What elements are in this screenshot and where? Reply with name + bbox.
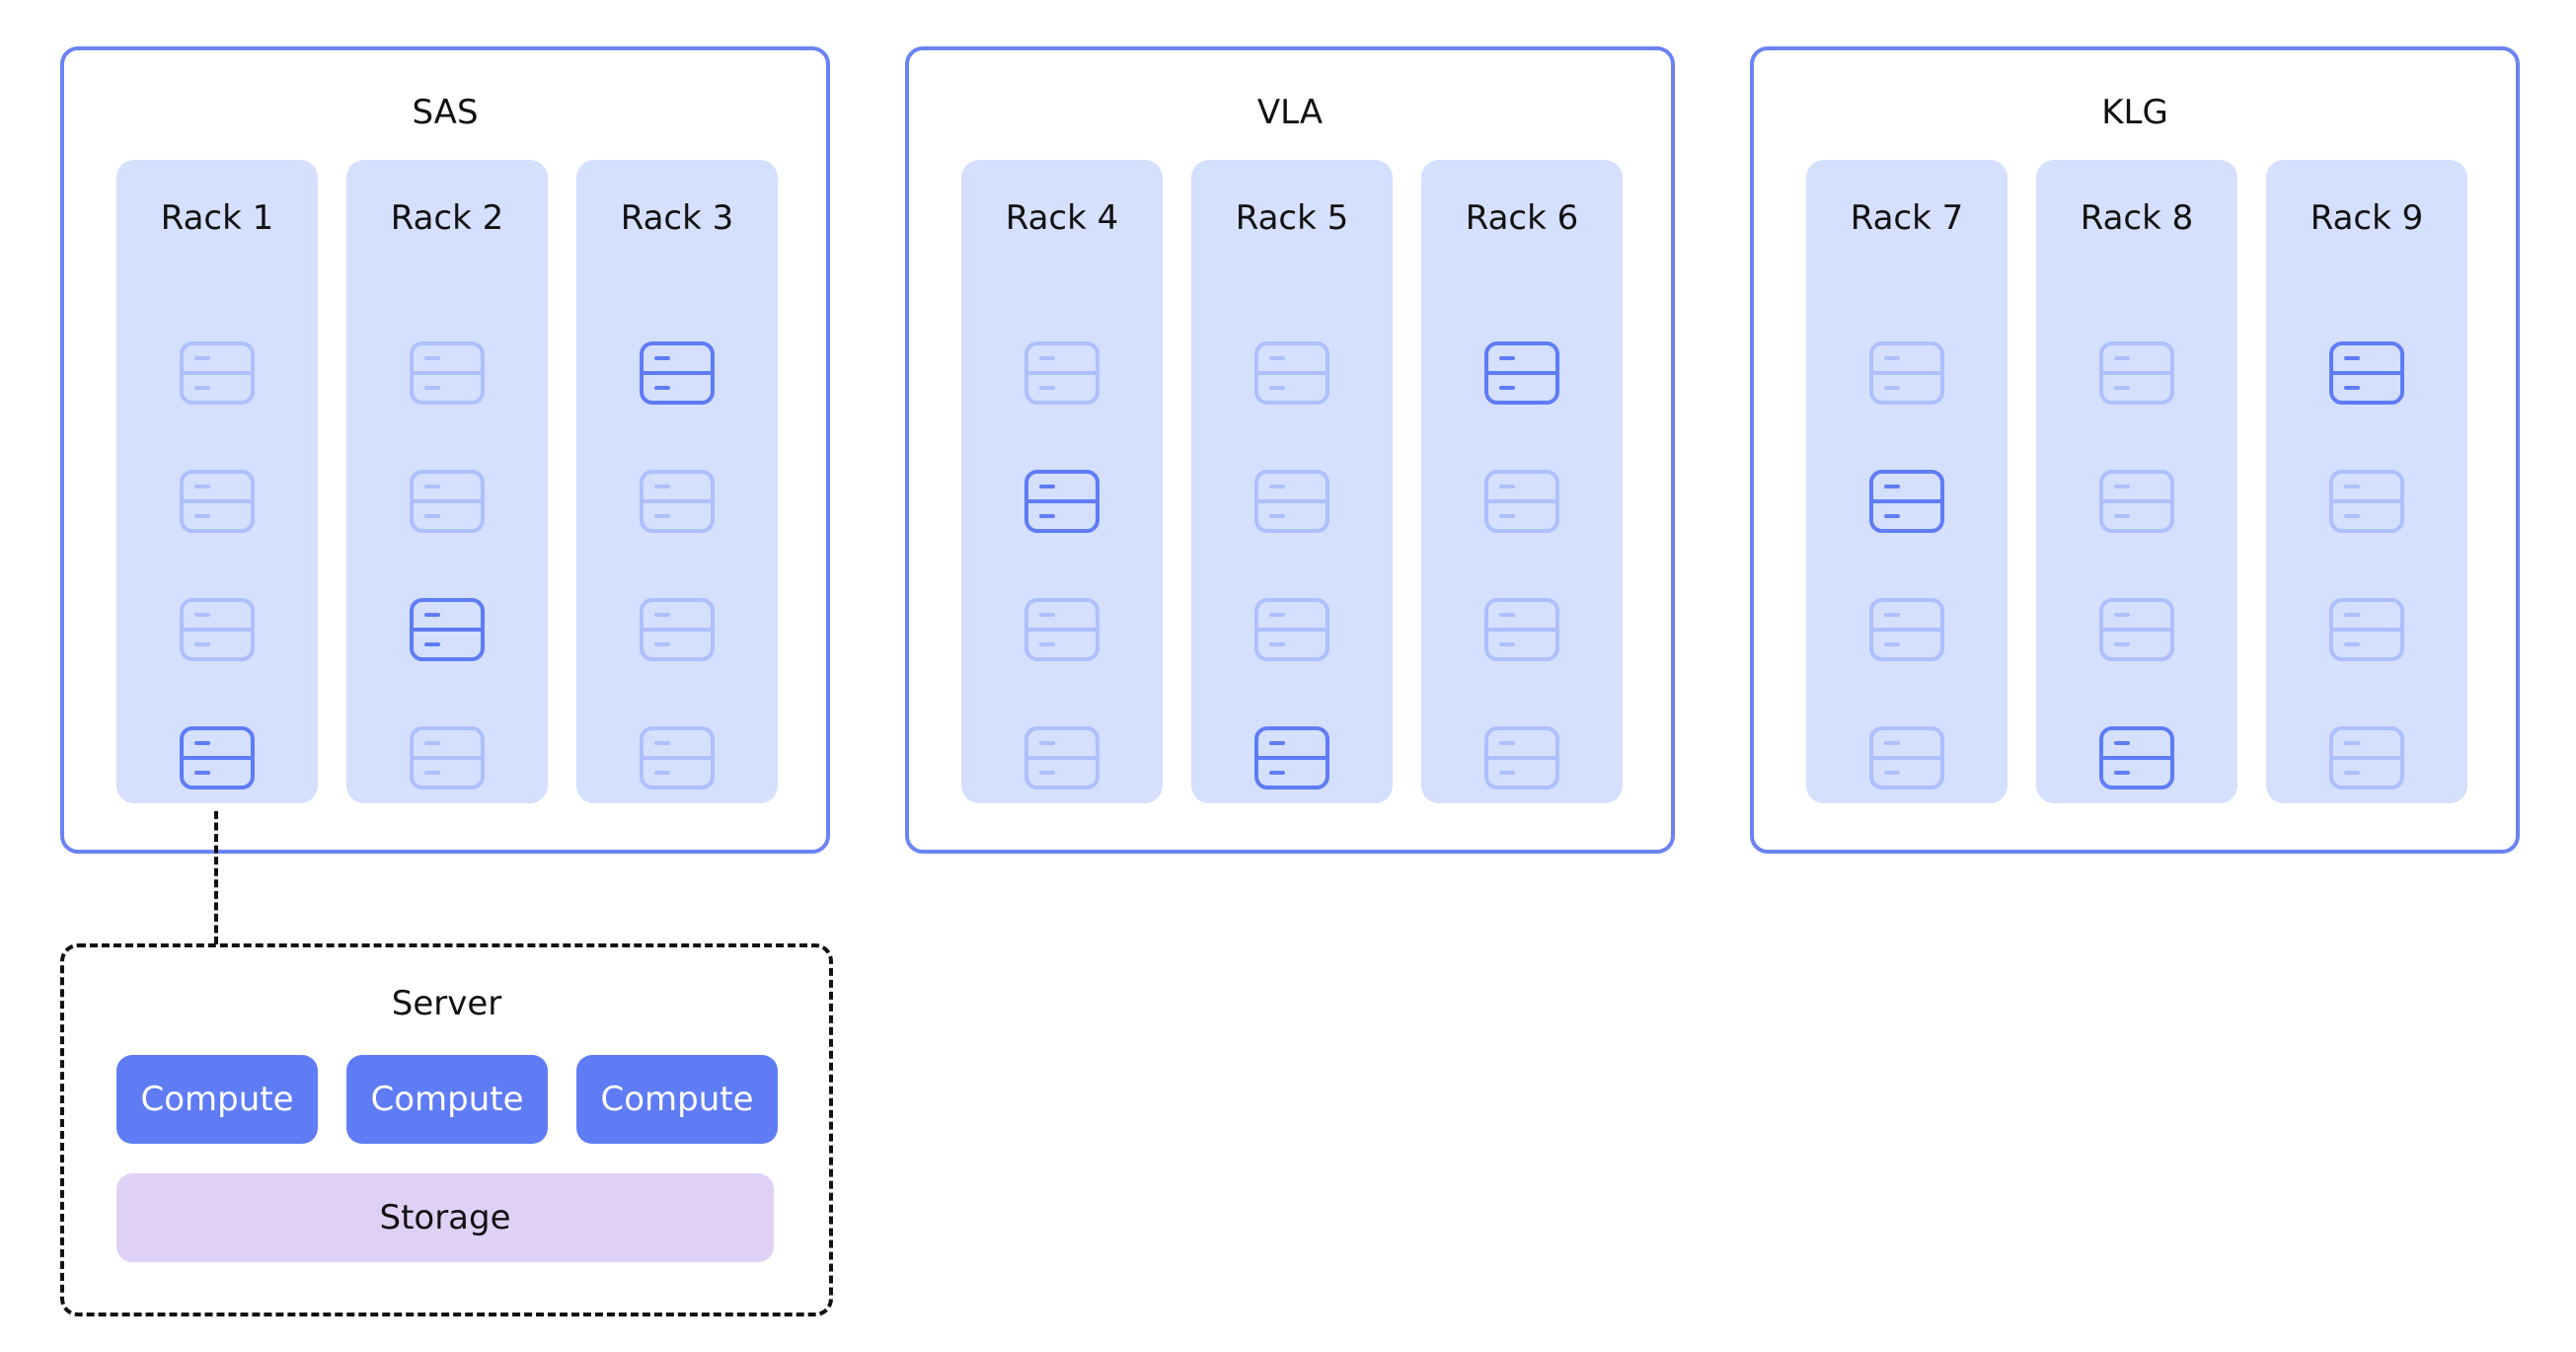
server-icon [1253, 469, 1330, 534]
server-icon [1253, 597, 1330, 662]
server-icon [179, 597, 256, 662]
rack: Rack 5 [1191, 160, 1393, 803]
datacenter-title: SAS [412, 93, 479, 132]
server-icon [1483, 597, 1560, 662]
rack-title: Rack 8 [2080, 198, 2194, 238]
server-icon [2098, 597, 2175, 662]
server-icon [409, 725, 486, 790]
server-icon [1868, 725, 1945, 790]
datacenter-sas: SAS Rack 1 Rack 2 Rack 3 [60, 46, 830, 854]
server-icon [2098, 340, 2175, 406]
server-icon [409, 340, 486, 406]
rack-title: Rack 7 [1850, 198, 1964, 238]
rack: Rack 6 [1421, 160, 1623, 803]
compute-block: Compute [576, 1055, 778, 1144]
server-icon [1483, 469, 1560, 534]
server-icon [179, 340, 256, 406]
rack: Rack 1 [116, 160, 318, 803]
server-icon [1868, 597, 1945, 662]
storage-block: Storage [116, 1173, 774, 1262]
server-icon [179, 469, 256, 534]
rack-title: Rack 5 [1235, 198, 1349, 238]
server-icon [2328, 597, 2405, 662]
server-icon [409, 597, 486, 662]
server-detail: Server Compute Compute Compute Storage [60, 943, 833, 1316]
server-icon [1023, 340, 1100, 406]
rack: Rack 7 [1806, 160, 2008, 803]
server-icon [179, 725, 256, 790]
server-icon [1023, 469, 1100, 534]
compute-block: Compute [346, 1055, 548, 1144]
server-icon [1483, 340, 1560, 406]
datacenter-klg: KLG Rack 7 Rack 8 Rack 9 [1750, 46, 2520, 854]
server-icon [2328, 725, 2405, 790]
rack: Rack 8 [2036, 160, 2237, 803]
server-icon [1868, 469, 1945, 534]
rack-title: Rack 6 [1465, 198, 1579, 238]
rack: Rack 2 [346, 160, 548, 803]
server-icon [2328, 469, 2405, 534]
server-icon [1023, 725, 1100, 790]
dashed-connector [214, 811, 218, 944]
server-icon [2098, 469, 2175, 534]
server-icon [639, 340, 716, 406]
server-icon [2328, 340, 2405, 406]
rack: Rack 4 [961, 160, 1163, 803]
server-icon [639, 469, 716, 534]
server-icon [1483, 725, 1560, 790]
datacenter-title: KLG [2101, 93, 2168, 132]
server-icon [409, 469, 486, 534]
server-icon [639, 725, 716, 790]
server-icon [1253, 340, 1330, 406]
server-icon [2098, 725, 2175, 790]
rack: Rack 9 [2266, 160, 2467, 803]
rack: Rack 3 [576, 160, 778, 803]
compute-block: Compute [116, 1055, 318, 1144]
rack-title: Rack 4 [1005, 198, 1119, 238]
datacenter-title: VLA [1256, 93, 1324, 132]
server-icon [1023, 597, 1100, 662]
rack-title: Rack 9 [2310, 198, 2424, 238]
rack-title: Rack 2 [390, 198, 504, 238]
datacenter-vla: VLA Rack 4 Rack 5 Rack 6 [905, 46, 1675, 854]
server-title: Server [391, 984, 502, 1023]
server-icon [1868, 340, 1945, 406]
server-icon [639, 597, 716, 662]
server-icon [1253, 725, 1330, 790]
rack-title: Rack 3 [620, 198, 734, 238]
rack-title: Rack 1 [160, 198, 274, 238]
